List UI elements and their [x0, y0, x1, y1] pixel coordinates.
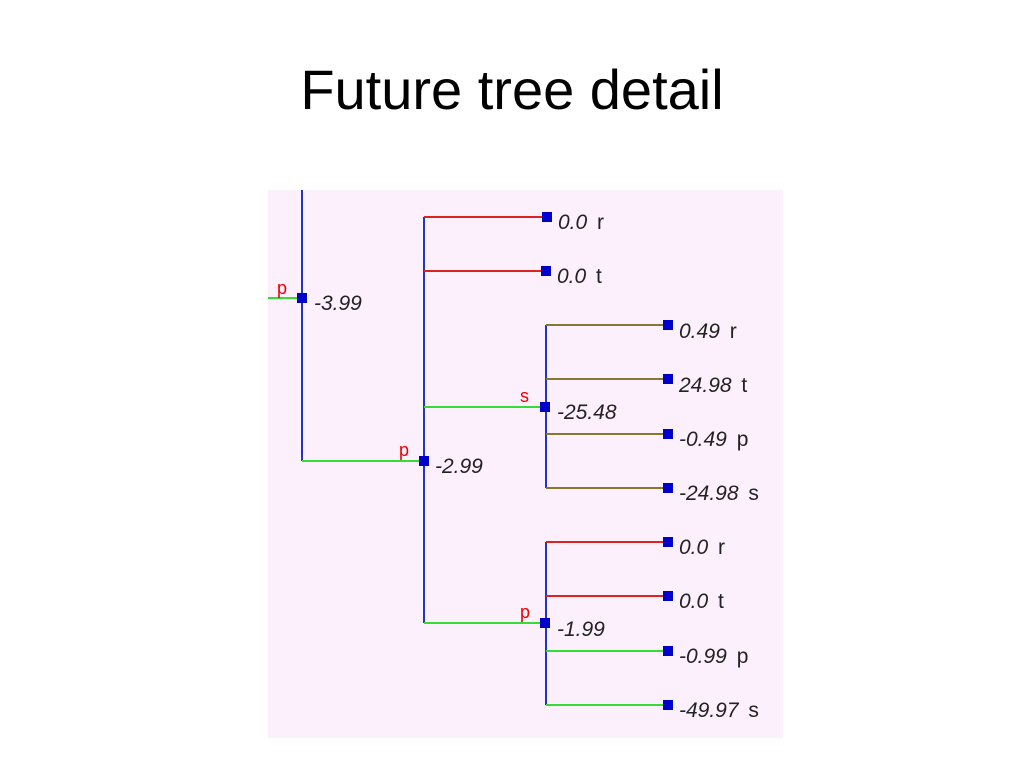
- node-value: 0.0 t: [557, 265, 602, 288]
- tree-nodes: p -3.99 p -2.99 0.0 r: [277, 211, 759, 722]
- node-marker[interactable]: [297, 293, 307, 303]
- tree-node[interactable]: -0.99 p: [663, 645, 748, 668]
- node-marker[interactable]: [663, 320, 673, 330]
- move-label: p: [520, 602, 530, 622]
- tree-node[interactable]: 0.0 t: [541, 265, 602, 288]
- node-value: -0.49 p: [679, 428, 748, 451]
- node-marker[interactable]: [663, 591, 673, 601]
- move-label: p: [399, 440, 409, 460]
- move-suffix: t: [741, 374, 747, 397]
- tree-node[interactable]: p -1.99: [520, 602, 605, 641]
- node-value: -24.98 s: [679, 482, 759, 505]
- value-text: -25.48: [557, 401, 617, 424]
- tree-diagram: p -3.99 p -2.99 0.0 r: [268, 190, 783, 738]
- move-suffix: p: [737, 645, 749, 668]
- tree-node[interactable]: -0.49 p: [663, 428, 748, 451]
- value-text: -24.98: [679, 482, 739, 505]
- node-marker[interactable]: [663, 700, 673, 710]
- tree-node[interactable]: 0.0 r: [663, 536, 725, 559]
- move-label: p: [277, 278, 287, 298]
- tree-node[interactable]: p -3.99: [277, 278, 362, 315]
- move-suffix: t: [596, 265, 602, 288]
- tree-node[interactable]: 0.0 t: [663, 590, 724, 613]
- move-label: s: [520, 386, 529, 406]
- move-suffix: r: [730, 320, 737, 343]
- node-value: -1.99: [557, 618, 605, 641]
- value-text: -2.99: [435, 455, 483, 478]
- node-marker[interactable]: [541, 266, 551, 276]
- move-suffix: r: [718, 536, 725, 559]
- value-text: -3.99: [314, 292, 362, 315]
- node-value: -49.97 s: [679, 699, 759, 722]
- move-suffix: t: [718, 590, 724, 613]
- node-value: -3.99: [314, 292, 362, 315]
- node-value: -25.48: [557, 401, 617, 424]
- node-marker[interactable]: [663, 646, 673, 656]
- move-suffix: s: [748, 699, 759, 722]
- node-marker[interactable]: [663, 483, 673, 493]
- tree-node[interactable]: s -25.48: [520, 386, 617, 424]
- move-suffix: r: [597, 211, 604, 234]
- node-value: 0.0 r: [679, 536, 725, 559]
- node-marker[interactable]: [540, 618, 550, 628]
- node-value: 24.98 t: [678, 374, 747, 397]
- node-marker[interactable]: [663, 429, 673, 439]
- value-text: 0.0: [557, 265, 587, 288]
- value-text: 0.49: [679, 320, 720, 343]
- move-suffix: p: [737, 428, 749, 451]
- page-title: Future tree detail: [300, 58, 724, 121]
- tree-node[interactable]: 0.0 r: [542, 211, 604, 234]
- value-text: 0.0: [679, 590, 709, 613]
- node-value: 0.0 t: [679, 590, 724, 613]
- value-text: 24.98: [678, 374, 732, 397]
- tree-node[interactable]: p -2.99: [399, 440, 483, 478]
- value-text: -0.99: [679, 645, 727, 668]
- tree-background: [268, 190, 783, 738]
- value-text: -49.97: [679, 699, 740, 722]
- tree-node[interactable]: -24.98 s: [663, 482, 759, 505]
- node-value: 0.0 r: [558, 211, 604, 234]
- value-text: 0.0: [558, 211, 588, 234]
- move-suffix: s: [748, 482, 759, 505]
- node-marker[interactable]: [419, 456, 429, 466]
- value-text: 0.0: [679, 536, 709, 559]
- tree-node[interactable]: -49.97 s: [663, 699, 759, 722]
- node-value: -0.99 p: [679, 645, 748, 668]
- tree-node[interactable]: 0.49 r: [663, 320, 737, 343]
- node-value: -2.99: [435, 455, 483, 478]
- node-marker[interactable]: [663, 537, 673, 547]
- node-value: 0.49 r: [679, 320, 737, 343]
- node-marker[interactable]: [540, 402, 550, 412]
- tree-panel: p -3.99 p -2.99 0.0 r: [268, 190, 783, 738]
- tree-node[interactable]: 24.98 t: [663, 374, 747, 397]
- value-text: -0.49: [679, 428, 727, 451]
- node-marker[interactable]: [663, 374, 673, 384]
- node-marker[interactable]: [542, 212, 552, 222]
- value-text: -1.99: [557, 618, 605, 641]
